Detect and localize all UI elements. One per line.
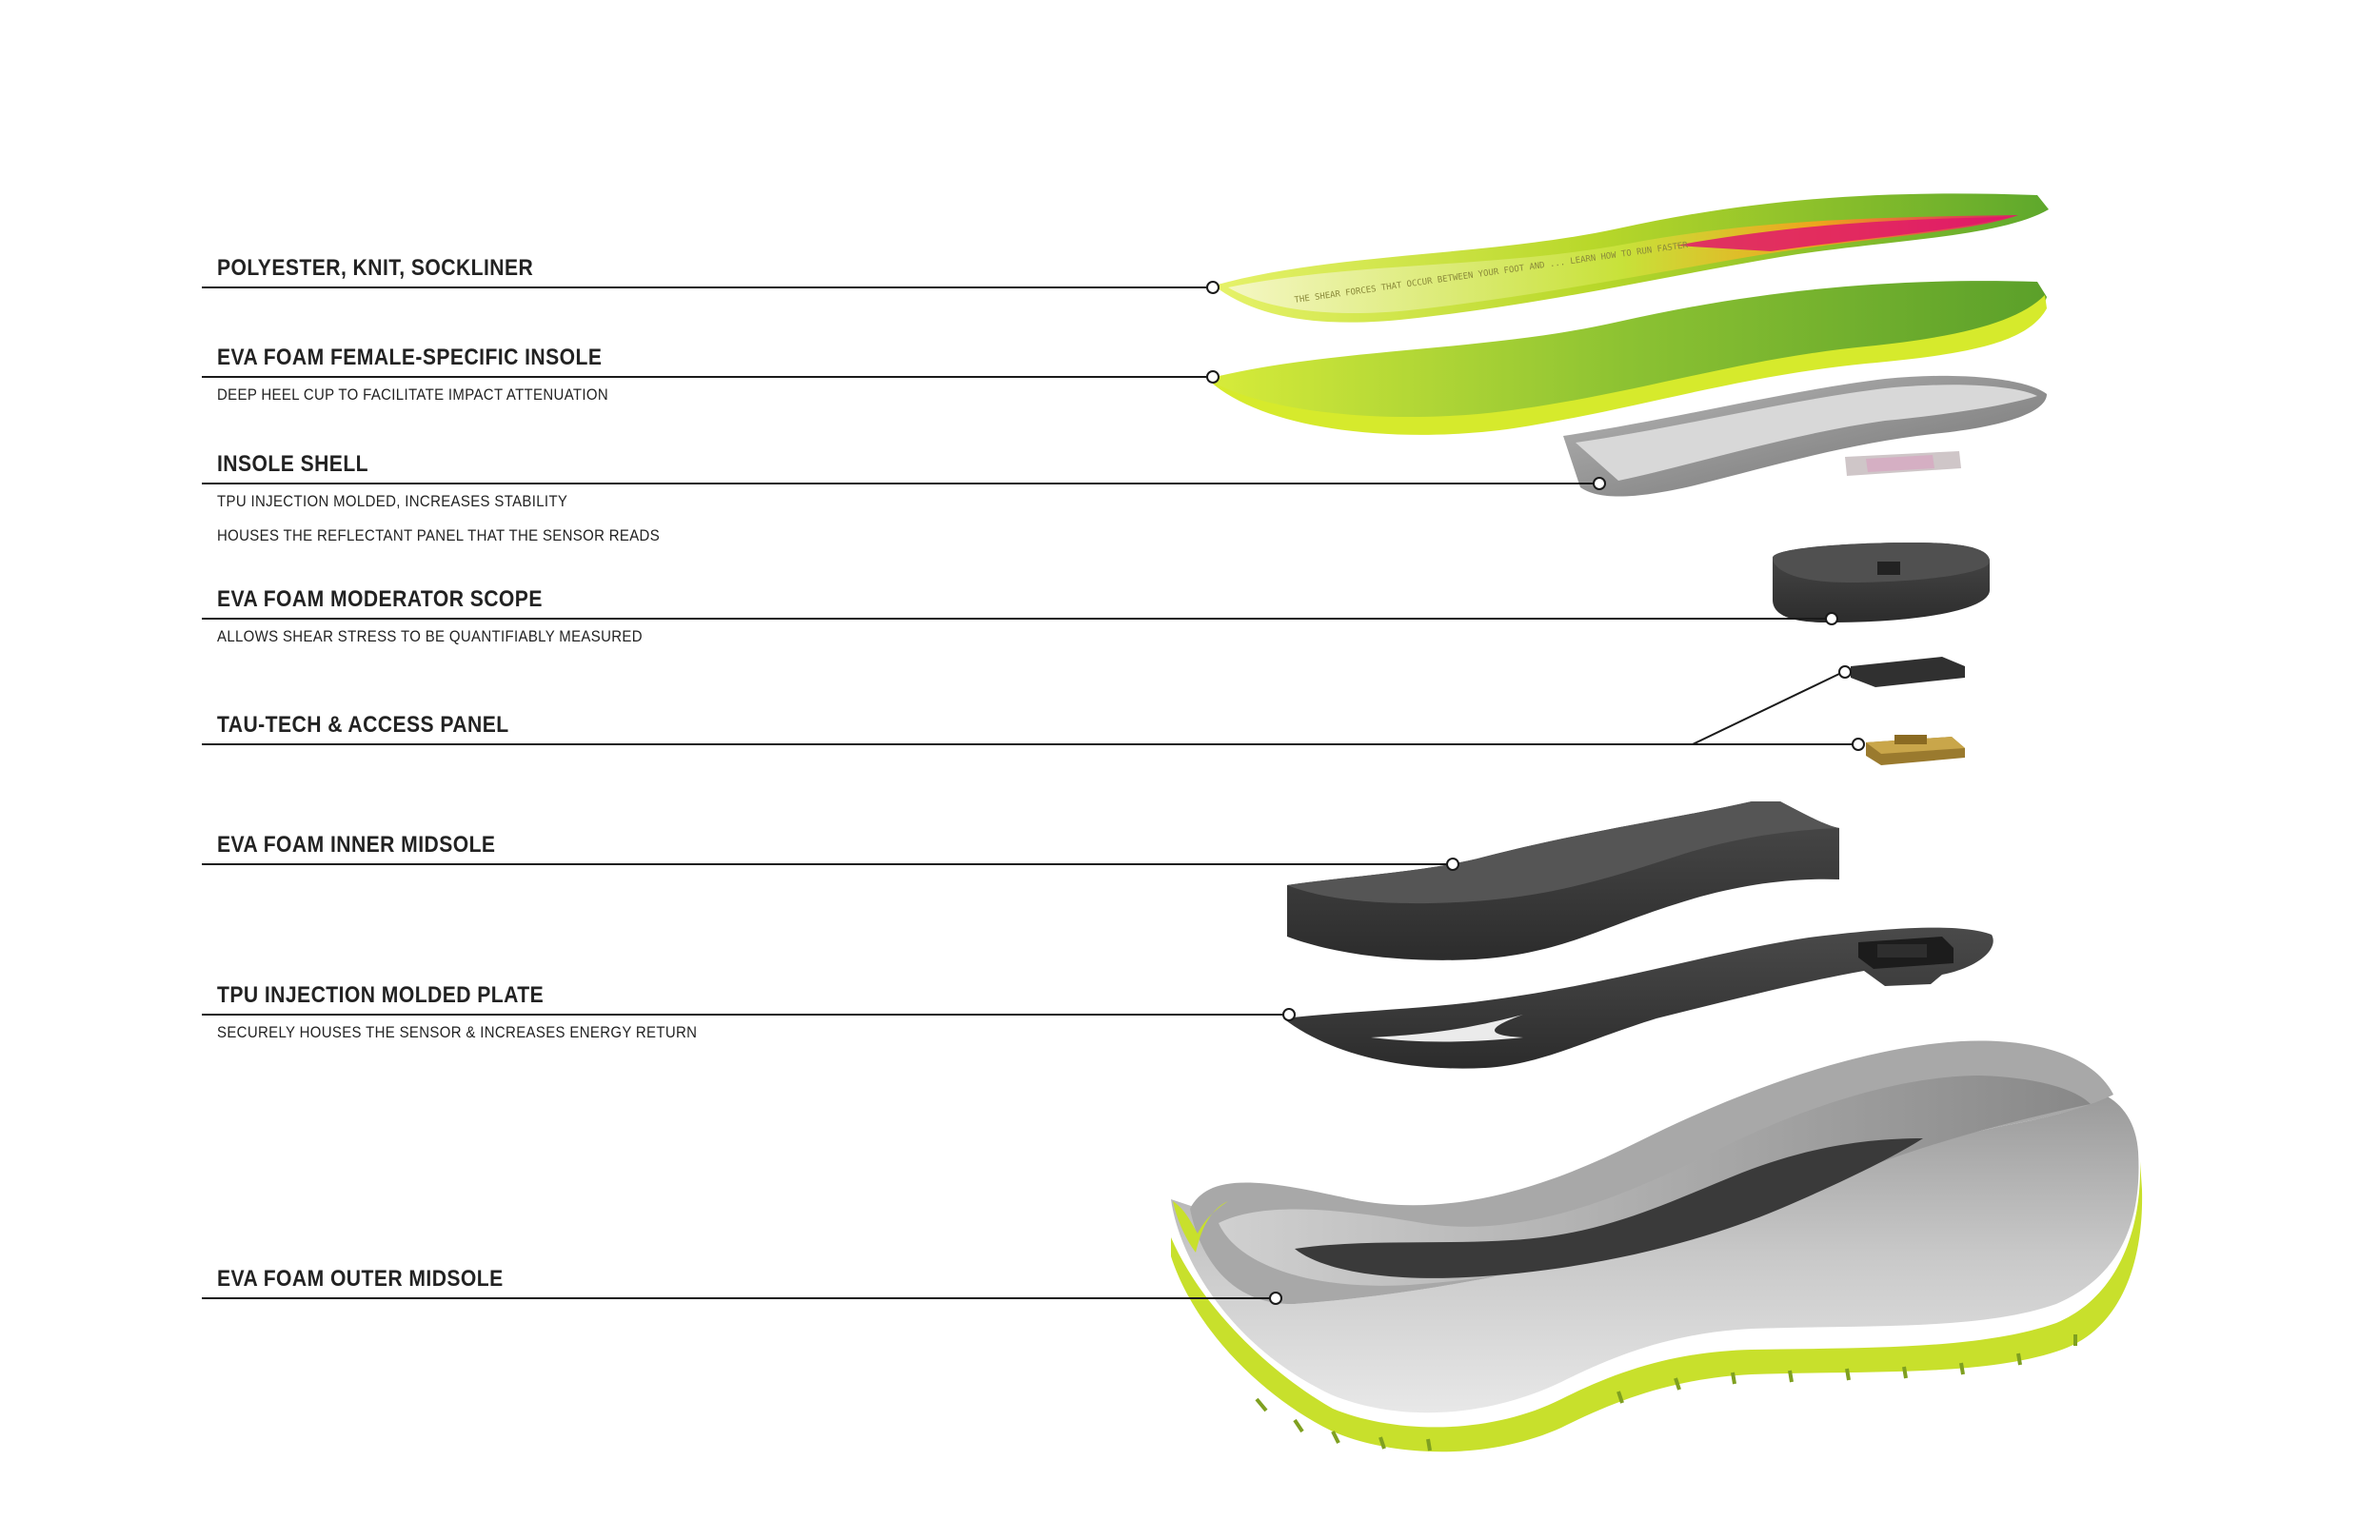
callout-outer-midsole: EVA FOAM OUTER MIDSOLE bbox=[217, 1266, 1169, 1293]
leader-dot-moderator-scope bbox=[1825, 612, 1838, 625]
callout-tpu-plate: TPU INJECTION MOLDED PLATE SECURELY HOUS… bbox=[217, 982, 1169, 1043]
insole-shell-part bbox=[1563, 375, 2047, 497]
leader-dot-insole-shell bbox=[1593, 477, 1606, 490]
leader-dot-outer-midsole bbox=[1269, 1292, 1282, 1305]
callout-desc-insole-shell-2: HOUSES THE REFLECTANT PANEL THAT THE SEN… bbox=[217, 526, 661, 544]
leader-dot-insole bbox=[1206, 370, 1220, 384]
callout-insole-shell: INSOLE SHELL TPU INJECTION MOLDED, INCRE… bbox=[217, 451, 1169, 546]
callout-desc-insole-shell-1: TPU INJECTION MOLDED, INCREASES STABILIT… bbox=[217, 492, 568, 510]
callout-sockliner: POLYESTER, KNIT, SOCKLINER bbox=[217, 255, 1169, 282]
callout-desc-moderator-scope-1: ALLOWS SHEAR STRESS TO BE QUANTIFIABLY M… bbox=[217, 627, 643, 645]
leader-dot-tau-tech bbox=[1852, 738, 1865, 751]
callout-tau-tech: TAU-TECH & ACCESS PANEL bbox=[217, 712, 1169, 739]
callout-title-insole: EVA FOAM FEMALE-SPECIFIC INSOLE bbox=[217, 345, 603, 370]
sockliner-part: THE SHEAR FORCES THAT OCCUR BETWEEN YOUR… bbox=[1214, 193, 2049, 323]
callout-title-tau-tech: TAU-TECH & ACCESS PANEL bbox=[217, 712, 509, 738]
callout-title-tpu-plate: TPU INJECTION MOLDED PLATE bbox=[217, 982, 545, 1008]
callout-title-inner-midsole: EVA FOAM INNER MIDSOLE bbox=[217, 832, 496, 858]
insole-part bbox=[1207, 281, 2047, 435]
callout-desc-tpu-plate-1: SECURELY HOUSES THE SENSOR & INCREASES E… bbox=[217, 1023, 698, 1041]
callout-title-insole-shell: INSOLE SHELL bbox=[217, 451, 369, 477]
callout-moderator-scope: EVA FOAM MODERATOR SCOPE ALLOWS SHEAR ST… bbox=[217, 586, 1169, 647]
leader-dot-inner-midsole bbox=[1446, 858, 1459, 871]
moderator-scope-part bbox=[1773, 543, 1990, 622]
leader-dot-sockliner bbox=[1206, 281, 1220, 294]
callout-title-moderator-scope: EVA FOAM MODERATOR SCOPE bbox=[217, 586, 543, 612]
outer-midsole-part bbox=[1171, 1040, 2143, 1452]
tpu-plate-part bbox=[1283, 927, 1993, 1069]
inner-midsole-part bbox=[1287, 801, 1839, 960]
leader-lines bbox=[202, 281, 1865, 1305]
callout-inner-midsole: EVA FOAM INNER MIDSOLE bbox=[217, 832, 1169, 859]
callout-insole: EVA FOAM FEMALE-SPECIFIC INSOLE DEEP HEE… bbox=[217, 345, 1169, 405]
leader-line-access-panel bbox=[1692, 673, 1840, 745]
leader-dot-tpu-plate bbox=[1282, 1008, 1296, 1021]
callout-title-outer-midsole: EVA FOAM OUTER MIDSOLE bbox=[217, 1266, 504, 1292]
callout-desc-insole-1: DEEP HEEL CUP TO FACILITATE IMPACT ATTEN… bbox=[217, 385, 609, 404]
leader-dot-access-panel bbox=[1838, 665, 1852, 679]
callout-title-sockliner: POLYESTER, KNIT, SOCKLINER bbox=[217, 255, 534, 281]
tau-tech-sensor-part bbox=[1866, 735, 1965, 765]
access-panel-part bbox=[1777, 657, 1965, 687]
